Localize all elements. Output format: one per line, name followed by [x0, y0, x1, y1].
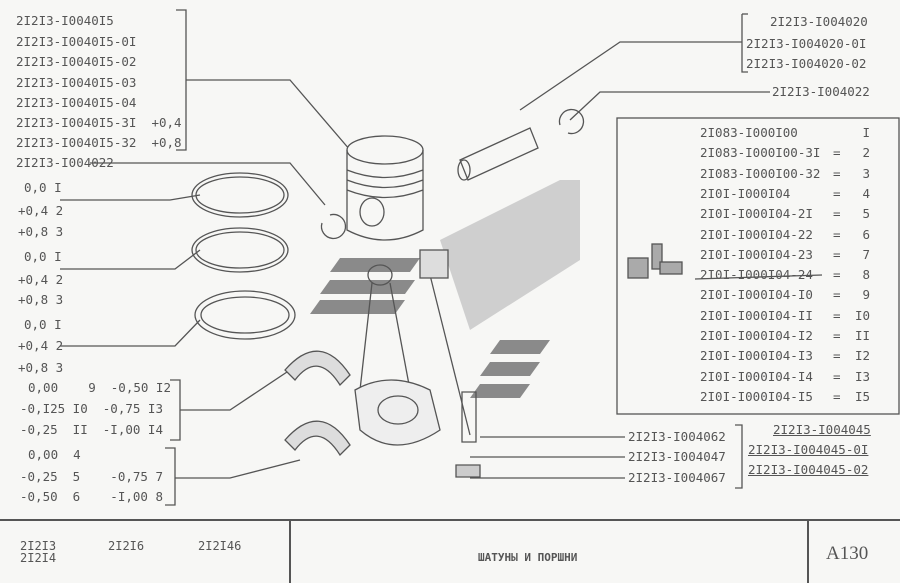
part-number: 2I2I3-I004022: [772, 84, 870, 99]
kit-index: 3: [862, 165, 870, 181]
kit-part-number: 2I0I-I000I04-23: [700, 246, 813, 262]
kit-index: 7: [862, 246, 870, 262]
kit-index: I: [862, 125, 870, 140]
bearing-upper: [284, 350, 351, 387]
bearing-size: -0,50 6 -I,00 8: [20, 489, 163, 504]
ring-size: +0,4 2: [18, 272, 64, 287]
kit-index: II: [854, 328, 870, 343]
ring-size: +0,8 3: [18, 292, 64, 307]
part-number: 2I2I3-I004047: [628, 449, 726, 464]
kit-part-number: 2I0I-I000I04-I4: [700, 368, 813, 384]
kit-index: 6: [862, 226, 870, 242]
kit-part-number: 2I0I-I000I04-I5: [700, 388, 813, 404]
ring-size: +0,4 2: [18, 338, 64, 353]
part-number: 2I2I3-I004062: [628, 429, 726, 444]
ring-1: [191, 172, 289, 218]
bearing-size: -0,25 5 -0,75 7: [20, 469, 163, 484]
kit-equals: =: [833, 206, 841, 222]
kit-part-number: 2I0I-I000I04-II: [700, 307, 813, 323]
kit-index: 9: [862, 287, 870, 303]
model-code: 2I2I3: [20, 539, 57, 553]
ring-size: 0,0 I: [24, 180, 62, 195]
nut: [455, 464, 481, 478]
part-number: 2I2I3-I004045-0I: [748, 442, 869, 457]
kit-equals: =: [833, 307, 841, 323]
part-number: 2I2I3-I004020: [770, 14, 868, 29]
kit-equals: =: [833, 267, 841, 283]
bearing-lower: [284, 420, 351, 457]
part-number: 2I2I3-I0040I5: [16, 13, 114, 28]
kit-part-number: 2I0I-I000I04-2I: [700, 206, 813, 222]
kit-index: I0: [854, 307, 870, 323]
kit-index: 2: [862, 145, 870, 161]
watermark-logo: [310, 180, 580, 398]
model-code: 2I2I4: [20, 551, 57, 565]
ring-size: +0,8 3: [18, 224, 64, 239]
kit-equals: =: [833, 246, 841, 262]
kit-index: I5: [854, 388, 870, 404]
kit-part-number: 2I0I-I000I04-22: [700, 226, 813, 242]
kit-icon: [627, 243, 683, 279]
bearing-size: -0,I25 I0 -0,75 I3: [20, 401, 163, 416]
part-number: 2I2I3-I004020-0I: [746, 36, 867, 51]
part-number: 2I2I3-I004045: [773, 422, 871, 437]
kit-part-number: 2I083-I000I00-32: [700, 165, 821, 181]
kit-equals: =: [833, 287, 841, 303]
kit-index: 5: [862, 206, 870, 222]
ring-2: [191, 227, 289, 273]
kit-part-number: 2I0I-I000I04-24: [700, 267, 813, 283]
ring-3: [194, 290, 296, 340]
piston: [346, 135, 424, 241]
kit-equals: =: [833, 348, 841, 364]
kit-index: I2: [854, 348, 870, 364]
page-title: ШАТУНЫ И ПОРШНИ: [478, 551, 578, 564]
kit-part-number: 2I0I-I000I04: [700, 185, 791, 201]
kit-equals: =: [833, 165, 841, 181]
page-number: A130: [826, 543, 869, 564]
kit-equals: =: [833, 145, 841, 161]
part-number: 2I2I3-I004067: [628, 470, 726, 485]
strikethrough: [694, 274, 823, 280]
kit-part-number: 2I0I-I000I04-I3: [700, 348, 813, 364]
bolt: [461, 391, 477, 443]
ring-size: +0,4 2: [18, 203, 64, 218]
part-number: 2I2I3-I0040I5-03: [16, 75, 137, 90]
kit-index: I3: [854, 368, 870, 384]
kit-part-number: 2I0I-I000I04-I0: [700, 287, 813, 303]
kit-equals: =: [833, 185, 841, 201]
connecting-rod: [354, 249, 449, 446]
part-number: 2I2I3-I0040I5-3I +0,4: [16, 115, 182, 130]
kit-part-number: 2I083-I000I00-3I: [700, 145, 821, 161]
kit-equals: =: [833, 388, 841, 404]
circlip-right: [558, 108, 585, 135]
part-number: 2I2I3-I004045-02: [748, 462, 869, 477]
ring-size: +0,8 3: [18, 360, 64, 375]
part-number: 2I2I3-I004022: [16, 155, 114, 170]
kit-equals: =: [833, 226, 841, 242]
kit-equals: =: [833, 368, 841, 384]
piston-pin: [457, 127, 539, 181]
model-code: 2I2I6: [108, 539, 145, 553]
model-code: 2I2I46: [198, 539, 242, 553]
circlip-left: [320, 213, 347, 240]
bearing-size: 0,00 4: [28, 447, 81, 462]
kit-part-number: 2I0I-I000I04-I2: [700, 328, 813, 343]
kit-part-number: 2I083-I000I00: [700, 125, 798, 140]
ring-size: 0,0 I: [24, 317, 62, 332]
part-number: 2I2I3-I0040I5-0I: [16, 34, 137, 49]
part-number: 2I2I3-I0040I5-32 +0,8: [16, 135, 182, 150]
kit-index: 8: [862, 267, 870, 283]
kit-equals: =: [833, 328, 841, 343]
part-number: 2I2I3-I0040I5-04: [16, 95, 137, 110]
part-number: 2I2I3-I004020-02: [746, 56, 867, 71]
ring-size: 0,0 I: [24, 249, 62, 264]
part-number: 2I2I3-I0040I5-02: [16, 54, 137, 69]
bearing-size: -0,25 II -I,00 I4: [20, 422, 163, 437]
bushing: [419, 249, 449, 279]
bearing-size: 0,00 9 -0,50 I2: [28, 380, 171, 395]
kit-index: 4: [862, 185, 870, 201]
